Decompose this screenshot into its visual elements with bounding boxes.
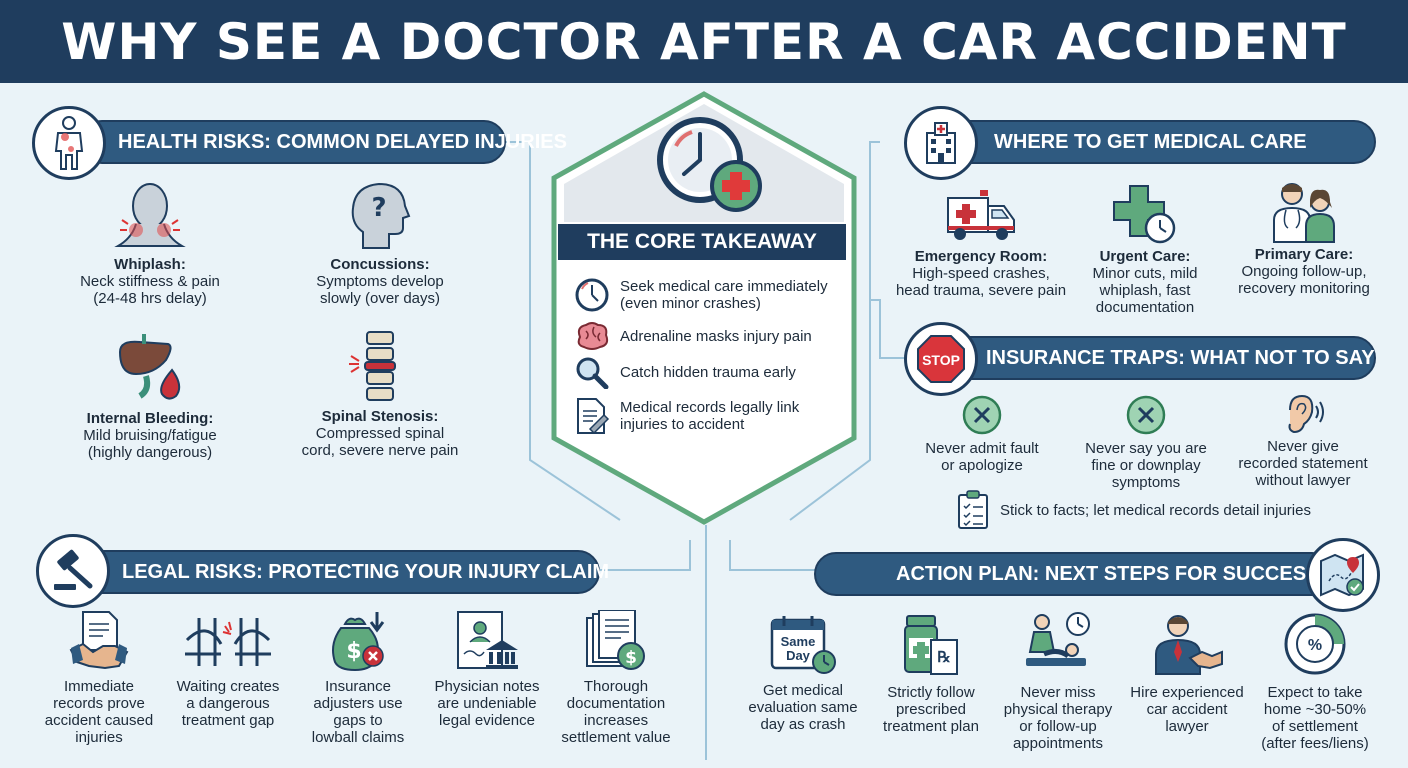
- urgent-care-item: Urgent Care: Minor cuts, mild whiplash, …: [1080, 184, 1210, 316]
- whiplash-item: Whiplash: Neck stiffness & pain (24-48 h…: [50, 180, 250, 307]
- svg-text:Same: Same: [781, 634, 816, 649]
- legal-item-lowball: $ Insurance adjusters use gaps to lowbal…: [302, 610, 414, 746]
- list-item: Adrenaline masks injury pain: [574, 318, 854, 354]
- clock-icon: [575, 278, 609, 312]
- internal-bleeding-item: Internal Bleeding: Mild bruising/fatigue…: [50, 330, 250, 461]
- list-item: Catch hidden trauma early: [574, 354, 854, 390]
- brain-icon: [577, 322, 609, 350]
- broken-bridge-icon: [185, 618, 271, 666]
- ambulance-icon: [947, 190, 1015, 240]
- insurance-tip: Stick to facts; let medical records deta…: [956, 490, 1311, 530]
- svg-text:?: ?: [371, 193, 386, 223]
- svg-text:Day: Day: [786, 648, 811, 663]
- x-circle-icon: [1126, 395, 1166, 435]
- head-question-icon: ?: [351, 182, 411, 249]
- ear-icon: [1288, 394, 1324, 434]
- neck-pain-icon: [114, 183, 186, 247]
- insurance-item-statement: Never give recorded statement without la…: [1226, 392, 1380, 489]
- calendar-icon: Same Day: [770, 616, 836, 674]
- concussions-item: ? Concussions: Symptoms develop slowly (…: [280, 180, 480, 307]
- physical-therapy-icon: [1026, 612, 1090, 666]
- legal-risks-heading: LEGAL RISKS: PROTECTING YOUR INJURY CLAI…: [80, 550, 609, 594]
- action-item-settlement: % Expect to take home ~30-50% of settlem…: [1252, 612, 1378, 752]
- map-check-icon: [1306, 538, 1380, 612]
- insurance-item-fine: Never say you are fine or downplay sympt…: [1068, 394, 1224, 491]
- liver-blood-icon: [118, 334, 181, 400]
- legal-item-documentation: $ Thorough documentation increases settl…: [552, 610, 680, 746]
- svg-text:$: $: [625, 648, 637, 668]
- magnifier-icon: [576, 357, 609, 389]
- primary-care-item: Primary Care: Ongoing follow-up, recover…: [1222, 180, 1386, 297]
- stop-sign-icon: STOP: [904, 322, 978, 396]
- doctor-patient-icon: [1273, 183, 1335, 243]
- action-item-therapy: Never miss physical therapy or follow-up…: [996, 612, 1120, 752]
- core-takeaway-heading: THE CORE TAKEAWAY: [558, 224, 846, 260]
- medical-care-heading: WHERE TO GET MEDICAL CARE: [936, 120, 1376, 164]
- action-plan-heading: ACTION PLAN: NEXT STEPS FOR SUCCESS: [814, 552, 1334, 596]
- list-item: Seek medical care immediately(even minor…: [574, 276, 854, 314]
- spinal-stenosis-item: Spinal Stenosis: Compressed spinal cord,…: [280, 328, 480, 459]
- svg-text:%: %: [1308, 637, 1322, 654]
- percent-icon: %: [1284, 613, 1346, 675]
- legal-item-physician: Physician notes are undeniable legal evi…: [424, 610, 550, 729]
- legal-item-gap: Waiting creates a dangerous treatment ga…: [166, 610, 290, 729]
- clock-medical-icon: [657, 117, 762, 212]
- action-item-same-day: Same Day Get medical evaluation same day…: [744, 614, 862, 733]
- clipboard-icon: [958, 490, 988, 529]
- core-takeaway-list: Seek medical care immediately(even minor…: [574, 276, 854, 438]
- action-item-lawyer: Hire experienced car accident lawyer: [1124, 612, 1250, 735]
- svg-text:℞: ℞: [937, 648, 950, 666]
- document-pen-icon: [577, 398, 610, 435]
- title-bar: WHY SEE A DOCTOR AFTER A CAR ACCIDENT: [0, 0, 1408, 83]
- urgent-care-icon: [1113, 185, 1176, 244]
- money-bag-icon: $: [332, 612, 385, 672]
- handshake-document-icon: [69, 611, 129, 670]
- documents-coin-icon: $: [586, 610, 645, 670]
- insurance-traps-heading: INSURANCE TRAPS: WHAT NOT TO SAY: [936, 336, 1376, 380]
- lawyer-handshake-icon: [1155, 615, 1223, 675]
- spine-icon: [349, 331, 396, 401]
- insurance-item-fault: Never admit fault or apologize: [902, 394, 1062, 474]
- svg-text:$: $: [346, 639, 361, 664]
- page-title: WHY SEE A DOCTOR AFTER A CAR ACCIDENT: [61, 12, 1347, 71]
- health-risks-heading: HEALTH RISKS: COMMON DELAYED INJURIES: [80, 120, 567, 164]
- prescription-icon: ℞: [904, 615, 958, 675]
- legal-item-records: Immediate records prove accident caused …: [36, 610, 162, 746]
- emergency-room-item: Emergency Room: High-speed crashes, head…: [890, 184, 1072, 299]
- physician-note-icon: [457, 611, 518, 669]
- x-circle-icon: [962, 395, 1002, 435]
- action-item-treatment: ℞ Strictly follow prescribed treatment p…: [872, 612, 990, 735]
- gavel-icon: [36, 534, 110, 608]
- hospital-icon: [904, 106, 978, 180]
- body-pain-icon: [32, 106, 106, 180]
- svg-text:STOP: STOP: [922, 352, 960, 368]
